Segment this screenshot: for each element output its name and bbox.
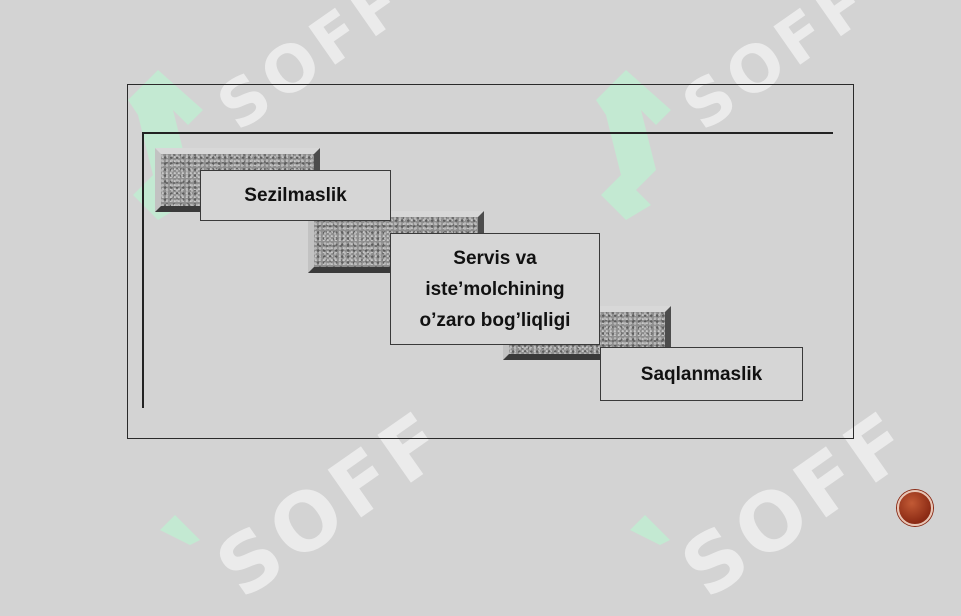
step-label-box: Sezilmaslik bbox=[200, 170, 391, 221]
watermark-logo-icon bbox=[160, 515, 200, 545]
slide-nav-button[interactable] bbox=[897, 490, 933, 526]
vertical-axis-line bbox=[142, 132, 144, 408]
diagram-frame bbox=[127, 84, 854, 439]
step-label-box: Servis va iste’molchining o’zaro bog’liq… bbox=[390, 233, 600, 345]
watermark-logo-icon bbox=[630, 515, 670, 545]
horizontal-axis-line bbox=[143, 132, 833, 134]
step-label-box: Saqlanmaslik bbox=[600, 347, 803, 401]
